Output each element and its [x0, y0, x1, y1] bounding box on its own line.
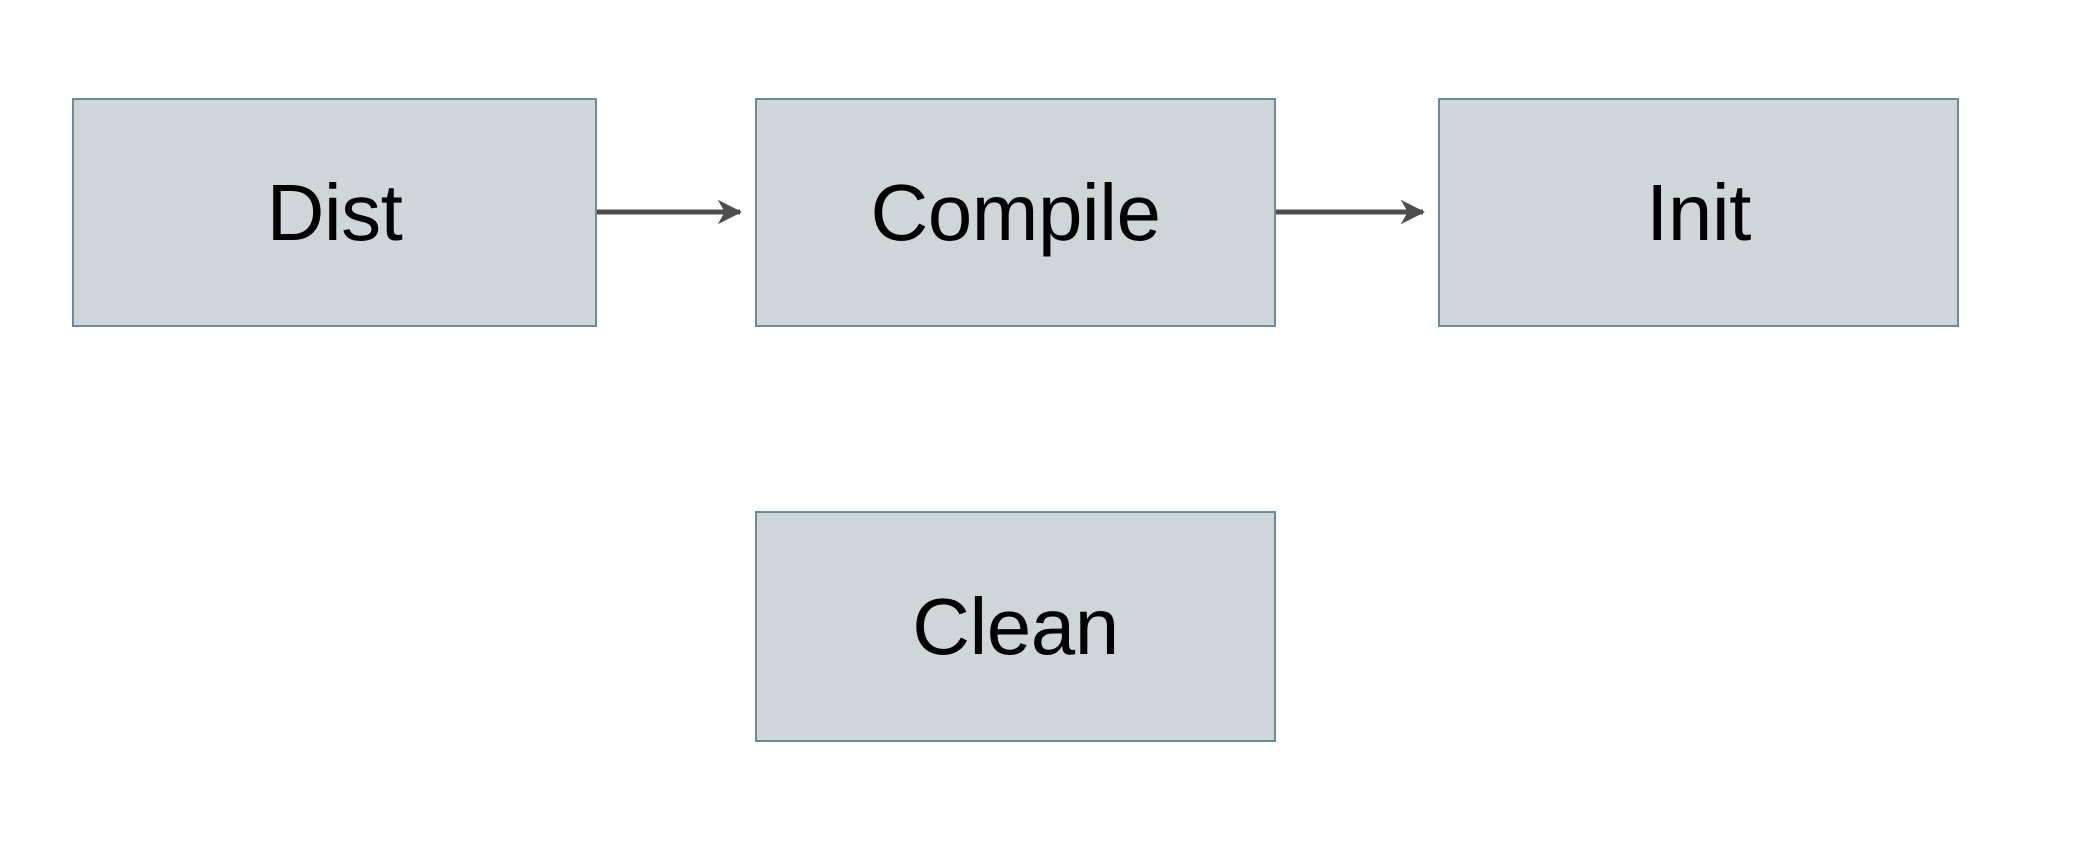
node-clean-label: Clean — [912, 581, 1119, 671]
node-init-label: Init — [1646, 167, 1751, 257]
node-compile-label: Compile — [870, 167, 1161, 257]
node-dist-label: Dist — [266, 167, 403, 257]
node-init[interactable]: Init — [1438, 98, 1959, 327]
node-clean[interactable]: Clean — [755, 511, 1276, 742]
node-dist[interactable]: Dist — [72, 98, 597, 327]
node-compile[interactable]: Compile — [755, 98, 1276, 327]
